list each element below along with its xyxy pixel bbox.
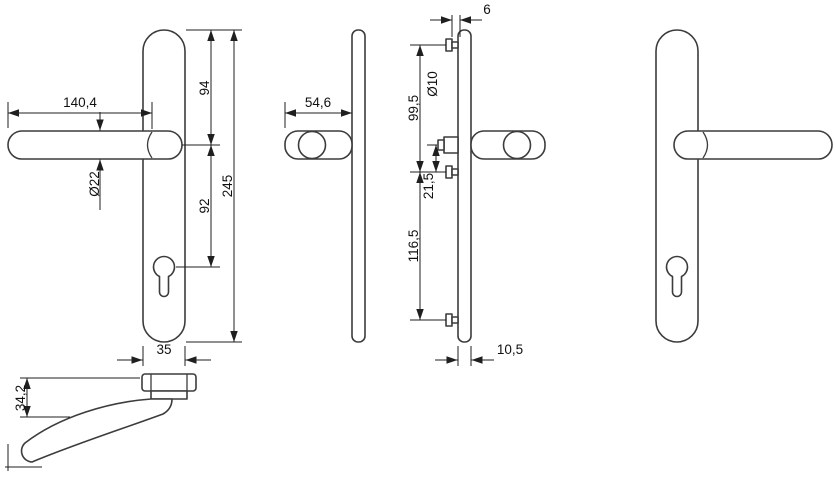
dim-label-plate-thickness: 10,5: [497, 342, 523, 357]
top-view-lever: 34,2: [5, 373, 197, 471]
rose-cap: [141, 373, 197, 392]
top-screw-head: [445, 38, 453, 52]
middle-screw-shaft: [451, 168, 459, 176]
front-view-right: [655, 29, 833, 343]
spindle-screw-head: [437, 139, 445, 151]
top-screw-shaft: [451, 41, 459, 49]
side-view-left: 54,6: [284, 29, 366, 343]
dim-label-handle-diameter: Ø22: [87, 171, 102, 197]
dim-label-projection: 54,6: [305, 95, 331, 110]
backplate-side-outline: [351, 29, 366, 343]
euro-cylinder-keyhole: [665, 255, 689, 298]
dim-label-plate-width: 35: [156, 342, 171, 357]
dim-label-handle-length: 140,4: [63, 95, 97, 110]
bottom-screw-head: [445, 313, 453, 327]
lever-handle: [673, 130, 833, 160]
dim-label-top-screw-to-spindle: 99,5: [406, 95, 421, 121]
lever-knob: [502, 130, 532, 160]
dim-label-screw-spacing: 116,5: [406, 230, 421, 263]
dim-label-plate-height: 245: [220, 175, 235, 198]
handle-neck-line: [702, 131, 709, 159]
bottom-screw-shaft: [451, 316, 459, 324]
dim-label-top-to-axis: 94: [197, 80, 212, 96]
dim-label-lever-height: 34,2: [13, 385, 28, 411]
curved-lever-outline: [20, 398, 173, 463]
lever-handle: [7, 130, 183, 160]
front-view-left: 140,4 Ø22 94 92 245 35: [7, 29, 242, 366]
dim-label-hole-diameter: Ø10: [425, 71, 440, 97]
lever-knob: [297, 130, 327, 160]
middle-screw-head: [445, 165, 453, 179]
dim-label-spindle-to-screw: 21,5: [421, 173, 436, 199]
handle-neck-line: [146, 131, 153, 159]
side-view-fixings: 6 Ø10 99,5 21,5 116,5 10,5: [406, 2, 546, 366]
euro-cylinder-keyhole: [152, 255, 176, 298]
dim-label-screw-head: 6: [483, 2, 491, 17]
backplate-side-outline: [457, 29, 472, 343]
dim-label-axis-to-cylinder: 92: [197, 198, 212, 213]
spindle-block: [443, 136, 459, 154]
rose-collar: [150, 390, 188, 400]
